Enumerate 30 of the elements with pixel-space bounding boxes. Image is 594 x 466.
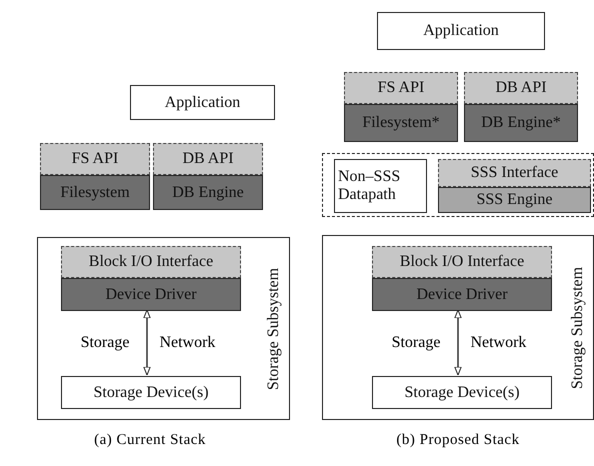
interface-layer: Block I/O Interface [61,246,241,278]
interface-layer: DB API [153,143,263,175]
engine-layer: Device Driver [61,278,241,311]
interface-layer: SSS Interface [438,159,591,187]
edge-label: Storage Network [392,334,526,352]
double-arrow [454,310,462,376]
engine-layer: DB Engine* [464,104,578,142]
engine-layer: DB Engine [153,175,263,210]
subsystem-label: Storage Subsystem [569,266,587,389]
interface-layer: Block I/O Interface [372,246,552,278]
engine-layer: Filesystem* [344,104,458,142]
interface-layer: FS API [344,72,458,104]
engine-layer: Filesystem [40,175,150,210]
interface-layer: DB API [464,72,578,104]
layer-box: Storage Device(s) [372,376,552,409]
layer-box: Application [377,12,545,50]
interface-layer: FS API [40,143,150,175]
dashed-group-box [322,153,594,217]
caption: (b) Proposed Stack [396,432,520,449]
double-arrow [143,310,151,376]
caption: (a) Current Stack [94,432,206,449]
engine-layer: Device Driver [372,278,552,311]
subsystem-label: Storage Subsystem [265,267,283,390]
engine-layer: SSS Engine [438,187,591,213]
edge-label: Storage Network [80,334,216,352]
layer-box: Storage Device(s) [61,376,241,409]
subsystem-box [37,237,290,420]
layer-box: Non–SSS Datapath [334,159,427,213]
layer-box: Application [130,85,275,120]
subsystem-box [322,235,594,420]
